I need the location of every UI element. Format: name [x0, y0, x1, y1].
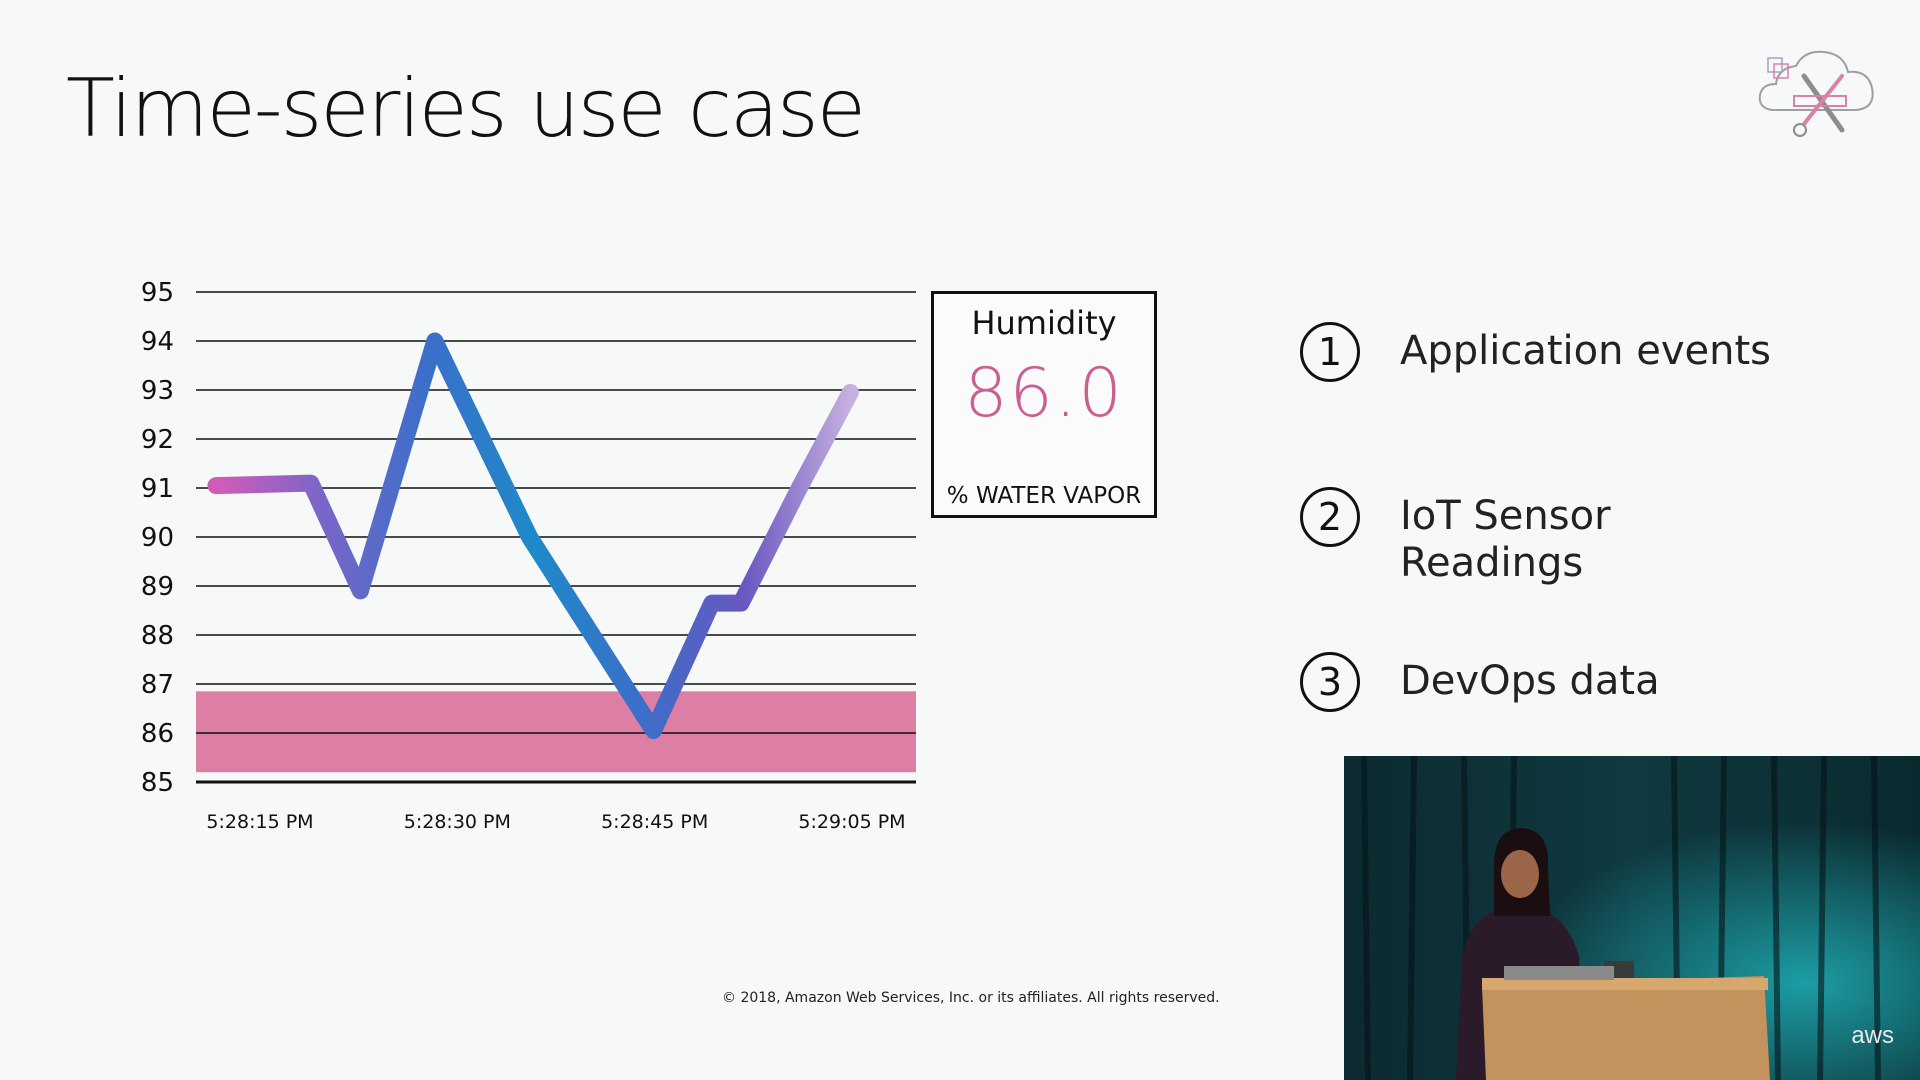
copyright-notice: © 2018, Amazon Web Services, Inc. or its… [722, 990, 1220, 1006]
number-circle-icon: 3 [1300, 652, 1360, 712]
y-tick-label: 91 [141, 474, 174, 504]
x-tick-label: 5:28:45 PM [601, 811, 708, 833]
x-tick-label: 5:28:30 PM [404, 811, 511, 833]
x-tick-label: 5:28:15 PM [206, 811, 313, 833]
speaker-video-frame [1344, 756, 1920, 1080]
y-tick-label: 93 [141, 376, 174, 406]
readout-value: 86.0 [964, 354, 1124, 433]
y-tick-label: 92 [141, 425, 174, 455]
readout-unit: % WATER VAPOR [946, 483, 1142, 509]
use-case-text: DevOps data [1400, 658, 1660, 704]
use-case-item: 1 Application events [1300, 322, 1860, 392]
use-case-text: IoT Sensor Readings [1400, 493, 1611, 586]
use-case-item: 2 IoT Sensor Readings [1300, 487, 1860, 586]
slide-title: Time-series use case [66, 62, 866, 155]
y-tick-label: 88 [141, 621, 174, 651]
x-tick-label: 5:29:05 PM [798, 811, 905, 833]
speaker-video[interactable]: aws [1344, 756, 1920, 1080]
number-circle-icon: 1 [1300, 322, 1360, 382]
number-circle-icon: 2 [1300, 487, 1360, 547]
y-tick-label: 94 [141, 327, 174, 357]
threshold-band [196, 691, 916, 773]
use-case-item: 3 DevOps data [1300, 652, 1860, 722]
y-tick-label: 85 [141, 768, 174, 798]
tools-cloud-icon [1758, 50, 1874, 137]
use-case-text: Application events [1400, 328, 1771, 374]
y-tick-label: 86 [141, 719, 174, 749]
aws-logo: aws [1851, 1022, 1894, 1049]
y-tick-label: 89 [141, 572, 174, 602]
y-tick-label: 90 [141, 523, 174, 553]
humidity-readout-panel: Humidity 86.0 % WATER VAPOR [931, 291, 1157, 518]
y-tick-label: 87 [141, 670, 174, 700]
readout-label: Humidity [971, 304, 1117, 342]
y-tick-label: 95 [141, 278, 174, 308]
humidity-series-line [207, 332, 859, 740]
humidity-line-chart: 95 94 93 92 91 90 89 88 87 86 85 5:28:15 PM 5:28:30… [141, 278, 916, 833]
